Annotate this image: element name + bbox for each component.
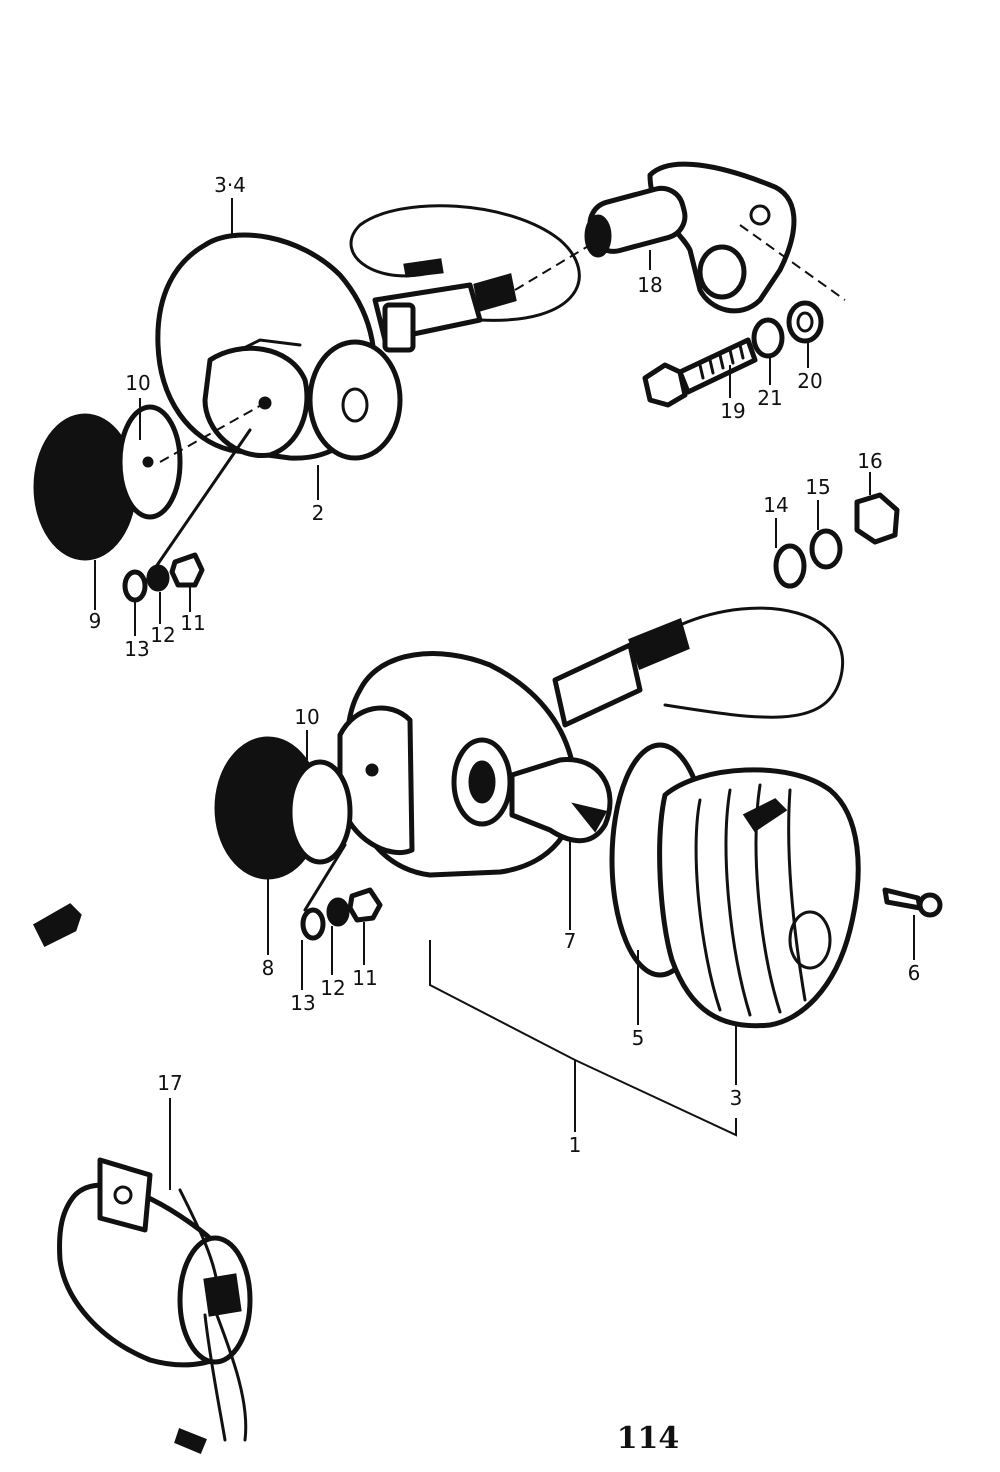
callout-10-mid: 10 [294,705,319,729]
flasher-relay-17 [57,1157,253,1454]
callout-3-4: 3·4 [214,173,246,197]
callout-11-mid: 11 [352,966,377,990]
callout-6: 6 [908,961,921,985]
rear-turn-signal-assembly [337,606,943,1029]
callout-19: 19 [720,399,745,423]
direction-arrow-icon [33,903,82,948]
callout-14: 14 [763,493,788,517]
stem-axis-line [514,244,591,291]
lower-screw-line [303,843,347,912]
callout-17: 17 [157,1071,182,1095]
callout-9: 9 [89,609,102,633]
page-number: 114 [617,1421,680,1456]
callout-10-top: 10 [125,371,150,395]
callout-15: 15 [805,475,830,499]
lens-screw-axis-line [159,402,266,463]
fastener-set-top [122,552,205,603]
callout-13-top: 13 [124,637,149,661]
mounting-bracket-18 [584,161,797,314]
washer-nut-set-14-15-16 [773,492,900,589]
callout-18: 18 [637,273,662,297]
callout-13-mid: 13 [290,991,315,1015]
leader-lines [94,198,915,1190]
fastener-set-mid [300,887,383,941]
callout-8: 8 [262,956,275,980]
washers-21-20 [751,300,824,359]
callout-11-top: 11 [180,611,205,635]
callout-20: 20 [797,369,822,393]
callout-labels: 3·4 2 9 10 11 12 13 18 19 21 20 14 15 16… [89,173,921,1157]
callout-2: 2 [312,501,325,525]
front-turn-signal-assembly [155,204,581,461]
callout-1: 1 [569,1133,582,1157]
callout-16: 16 [857,449,882,473]
bolt-19 [642,337,758,408]
callout-12-top: 12 [150,623,175,647]
lens-8 [214,736,353,880]
callout-3: 3 [730,1086,743,1110]
callout-5: 5 [632,1026,645,1050]
screw-line [138,428,252,592]
callout-21: 21 [757,386,782,410]
bracket-bolt-axis-line [739,224,846,301]
callout-12-mid: 12 [320,976,345,1000]
callout-7: 7 [564,929,577,953]
lens-9 [33,404,183,561]
